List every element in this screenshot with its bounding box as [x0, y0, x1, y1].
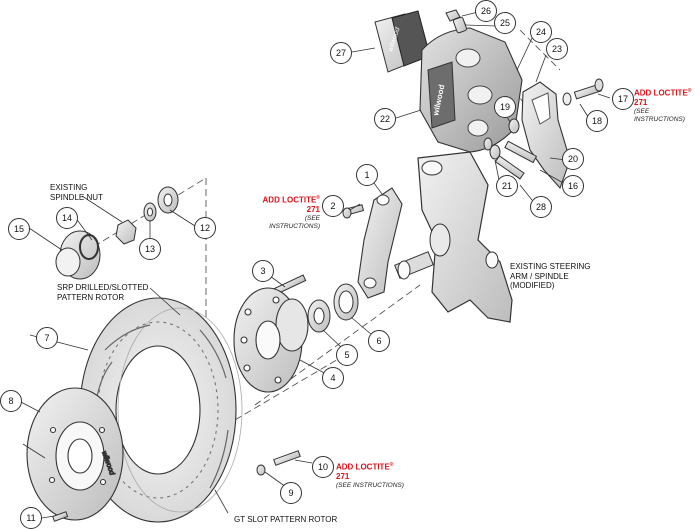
- callout-11: 11: [20, 507, 42, 529]
- loctite-label: ADD LOCTITE: [262, 195, 317, 205]
- callout-9: 9: [280, 482, 302, 504]
- callout-4: 4: [322, 367, 344, 389]
- callout-27: 27: [330, 42, 352, 64]
- callout-17: 17: [612, 88, 634, 110]
- callout-1: 1: [356, 164, 378, 186]
- srp-rotor-label: SRP DRILLED/SLOTTED PATTERN ROTOR: [57, 283, 148, 302]
- registered-mark: ®: [316, 195, 320, 201]
- existing-steering-label: EXISTING STEERING ARM / SPINDLE (MODIFIE…: [510, 262, 590, 291]
- callout-16: 16: [562, 175, 584, 197]
- loctite-instructions: (SEE INSTRUCTIONS): [269, 214, 320, 230]
- srp-line-2: PATTERN ROTOR: [57, 292, 125, 302]
- callout-25: 25: [494, 12, 516, 34]
- loctite-number: 271: [634, 98, 648, 108]
- hub: [233, 287, 309, 393]
- shims-and-bolts: [483, 118, 538, 180]
- steering-line-3: (MODIFIED): [510, 281, 555, 290]
- steering-line-2: ARM / SPINDLE: [510, 271, 569, 281]
- callout-18: 18: [586, 110, 608, 132]
- loctite-number: 271: [306, 205, 320, 215]
- loctite-number: 271: [336, 472, 350, 482]
- callout-24: 24: [530, 21, 552, 43]
- callout-23: 23: [546, 38, 568, 60]
- gt-slot-text: GT SLOT PATTERN ROTOR: [234, 515, 338, 524]
- loctite-label: ADD LOCTITE: [336, 462, 390, 472]
- steering-arm: [357, 187, 403, 299]
- callout-10: 10: [312, 456, 334, 478]
- loctite-note-17: ADD LOCTITE® 271 (SEE INSTRUCTIONS): [634, 87, 700, 124]
- callout-2: 2: [322, 195, 344, 217]
- existing-spindle-nut-label: EXISTING SPINDLE NUT: [50, 183, 103, 202]
- loctite-note-10: ADD LOCTITE® 271 (SEE INSTRUCTIONS): [336, 461, 406, 490]
- hub-bearings: [307, 283, 359, 333]
- loctite-instructions: (SEE INSTRUCTIONS): [336, 481, 404, 489]
- mounting-bracket: [521, 81, 571, 190]
- callout-7: 7: [36, 327, 58, 349]
- caliper: wilwood: [419, 27, 523, 153]
- registered-mark: ®: [389, 462, 394, 468]
- callout-20: 20: [562, 148, 584, 170]
- bracket-bolt: [562, 78, 604, 106]
- callout-28: 28: [530, 196, 552, 218]
- callout-21: 21: [496, 175, 518, 197]
- callout-15: 15: [8, 218, 30, 240]
- callout-19: 19: [494, 96, 516, 118]
- callout-6: 6: [368, 330, 390, 352]
- callout-8: 8: [0, 390, 22, 412]
- rotor-hat: wilwood: [26, 387, 124, 521]
- callout-14: 14: [56, 207, 78, 229]
- callout-12: 12: [194, 217, 216, 239]
- loctite-note-2: ADD LOCTITE® 271 (SEE INSTRUCTIONS): [256, 194, 320, 231]
- callout-13: 13: [139, 238, 161, 260]
- loctite-instructions: (SEE INSTRUCTIONS): [634, 107, 685, 123]
- bleeder-screw: [445, 9, 468, 34]
- steering-line-1: EXISTING STEERING: [510, 262, 591, 271]
- callout-26: 26: [475, 0, 497, 22]
- spindle-nut-line-1: EXISTING: [50, 183, 88, 192]
- srp-line-1: SRP DRILLED/SLOTTED: [57, 283, 149, 292]
- callout-22: 22: [374, 108, 396, 130]
- spindle-nut-line-2: SPINDLE NUT: [50, 192, 103, 202]
- hat-bolt: [52, 511, 69, 522]
- brake-pads: wilwood: [374, 10, 431, 73]
- spindle-hardware: [55, 186, 179, 280]
- registered-mark: ®: [687, 88, 692, 94]
- arm-bolt: [342, 204, 365, 219]
- rotor-bolt: [256, 450, 301, 476]
- gt-slot-rotor-label: GT SLOT PATTERN ROTOR: [234, 515, 337, 525]
- callout-5: 5: [336, 344, 358, 366]
- callout-3: 3: [252, 260, 274, 282]
- loctite-label: ADD LOCTITE: [634, 88, 688, 98]
- steering-spindle: [394, 151, 513, 323]
